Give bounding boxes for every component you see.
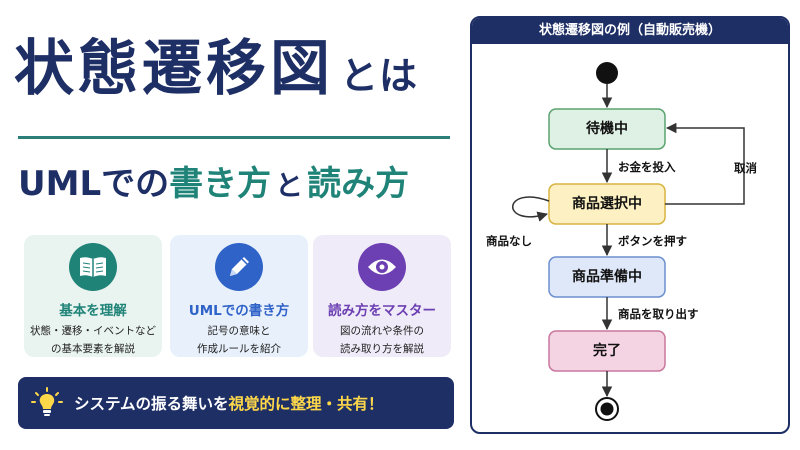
subtitle-part3: と (275, 169, 304, 202)
subtitle-part1: UMLでの (18, 164, 170, 204)
card-title: 基本を理解 (59, 303, 127, 319)
card-description: 状態・遷移・イベントなどの基本要素を解説 (30, 325, 156, 355)
banner-text: システムの振る舞いを視覚的に整理・共有！ (74, 395, 384, 413)
lightbulb-icon (28, 384, 66, 422)
feature-card-basics: 基本を理解 状態・遷移・イベントなどの基本要素を解説 (24, 235, 162, 357)
state-preparing: 商品準備中 (572, 269, 642, 285)
title-divider (18, 136, 450, 139)
card-title: UMLでの書き方 (188, 303, 290, 319)
label-take-product: 商品を取り出す (618, 307, 699, 321)
initial-state (596, 62, 618, 84)
arrow-self-loop (512, 196, 550, 222)
feature-card-uml: UMLでの書き方 記号の意味と作成ルールを紹介 (170, 235, 308, 357)
eye-icon (358, 243, 406, 291)
final-state-dot (600, 402, 614, 416)
label-press-button: ボタンを押す (618, 234, 687, 248)
state-done: 完了 (593, 343, 621, 359)
subtitle-part2: 書き方 (169, 164, 272, 204)
page-subtitle: UMLでの書き方と読み方 (18, 156, 409, 205)
feature-card-reading: 読み方をマスター 図の流れや条件の読み取り方を解説 (313, 235, 451, 357)
arrow-cancel-loop (665, 122, 745, 205)
title-suffix: とは (340, 54, 419, 98)
card-title: 読み方をマスター (328, 303, 436, 319)
state-selecting: 商品選択中 (572, 196, 642, 212)
summary-banner: システムの振る舞いを視覚的に整理・共有！ (18, 377, 454, 429)
card-description: 記号の意味と作成ルールを紹介 (197, 325, 281, 355)
label-insert-money: お金を投入 (618, 160, 676, 174)
label-no-product: 商品なし (486, 234, 532, 248)
card-description: 図の流れや条件の読み取り方を解説 (340, 325, 424, 355)
diagram-header: 状態遷移図の例（自動販売機） (472, 18, 788, 44)
label-cancel: 取消 (734, 161, 757, 175)
book-icon (69, 243, 117, 291)
page-title: 状態遷移図とは (14, 20, 418, 107)
state-diagram-panel: 状態遷移図の例（自動販売機） 待機中 商品選択中 商品準備中 完了 お金を投入 … (470, 16, 790, 434)
subtitle-part4: 読み方 (307, 164, 410, 204)
state-diagram-canvas (512, 62, 745, 421)
title-main-text: 状態遷移図 (14, 34, 334, 104)
state-waiting: 待機中 (586, 121, 628, 137)
pencil-icon (215, 243, 263, 291)
